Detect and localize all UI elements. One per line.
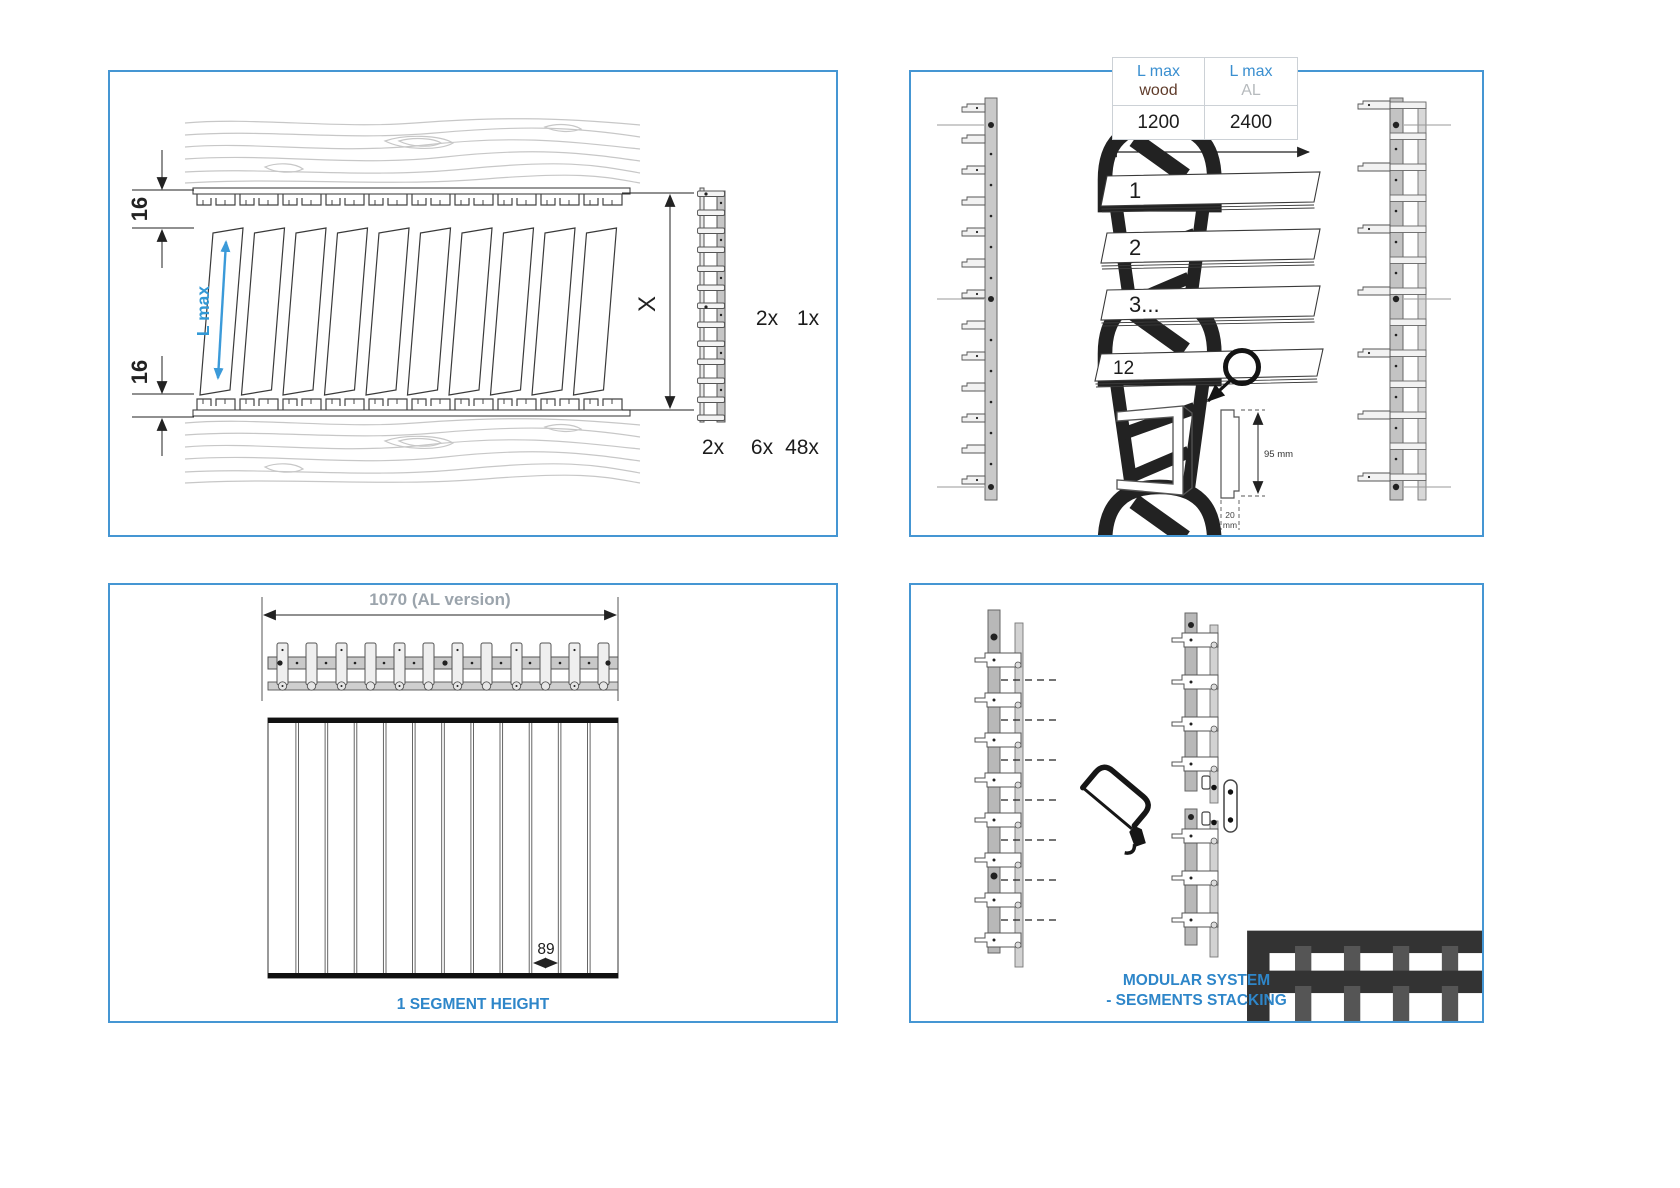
left-rail (937, 97, 1216, 535)
profile-detail: 95 mm 20 mm (1116, 405, 1293, 530)
lmax-dimension: L max (193, 240, 231, 380)
cut-lines (1001, 679, 1059, 921)
svg-text:16: 16 (127, 197, 152, 221)
segment-caption: 1 SEGMENT HEIGHT (396, 996, 550, 1013)
modular-caption-line1: MODULAR SYSTEM (1122, 972, 1271, 989)
segment-slats: 89 (267, 717, 619, 979)
hacksaw-icon (1080, 764, 1151, 855)
height-dim-label: 95 mm (1264, 449, 1293, 460)
rail-count: 2x (702, 436, 725, 459)
panel-slat-lengths: 1 2 3... 12 95 mm 20 mm (909, 70, 1484, 537)
slat-2-label: 2 (1129, 235, 1141, 260)
segment-width-label: 1070 (AL version) (369, 590, 510, 609)
wood-board-bottom (184, 418, 641, 484)
full-rail-with-cut-lines (974, 609, 1059, 968)
x-label: X (634, 296, 661, 312)
screw-small-count: 48x (785, 436, 819, 459)
dimension-x: X (622, 192, 694, 411)
ladder-rail-icon (697, 187, 726, 423)
wood-board-top (184, 118, 641, 184)
screw-big-count: 6x (751, 436, 774, 459)
right-rail (1357, 97, 1451, 501)
modular-caption: MODULAR SYSTEM - SEGMENTS STACKING (911, 971, 1482, 1011)
plate-count: 1x (797, 307, 820, 330)
panel-modular-system: MODULAR SYSTEM - SEGMENTS STACKING (909, 583, 1484, 1023)
table-value-al: 2400 (1229, 112, 1273, 133)
mounting-rail-bottom (192, 398, 631, 417)
magnifier-icon (1223, 348, 1261, 386)
bolt-count: 2x (756, 307, 779, 330)
numbered-slats (1094, 171, 1324, 388)
panel-segment-view: 1070 (AL version) (108, 583, 838, 1023)
upper-rail-segment (1171, 612, 1219, 804)
slat-1-label: 1 (1129, 178, 1141, 203)
dimension-16-top: 16 (127, 150, 194, 268)
stacking-connector (1223, 779, 1482, 1021)
slat-3-label: 3... (1129, 292, 1160, 317)
segment-rail (267, 642, 619, 691)
lower-rail-segment (1171, 808, 1219, 958)
dimension-16-bottom: 16 (127, 356, 194, 456)
lmax-label: L max (193, 286, 213, 337)
slat-width-dim-label: 89 (537, 941, 554, 958)
svg-text:16: 16 (127, 360, 152, 384)
depth-dim-value: 20 (1225, 510, 1235, 520)
slat-row (199, 227, 618, 396)
connector-plate-icon (1223, 779, 1238, 833)
slat-12-label: 12 (1113, 358, 1134, 379)
table-value-wood: 1200 (1113, 106, 1205, 139)
depth-dim-unit: mm (1223, 520, 1237, 530)
screw-icon (1104, 485, 1216, 535)
panel-section-view: L max 16 16 X (108, 70, 838, 537)
mounting-rail-top (192, 187, 631, 206)
detail-arrow (1206, 377, 1234, 403)
modular-caption-line2: - SEGMENTS STACKING (1106, 992, 1287, 1009)
